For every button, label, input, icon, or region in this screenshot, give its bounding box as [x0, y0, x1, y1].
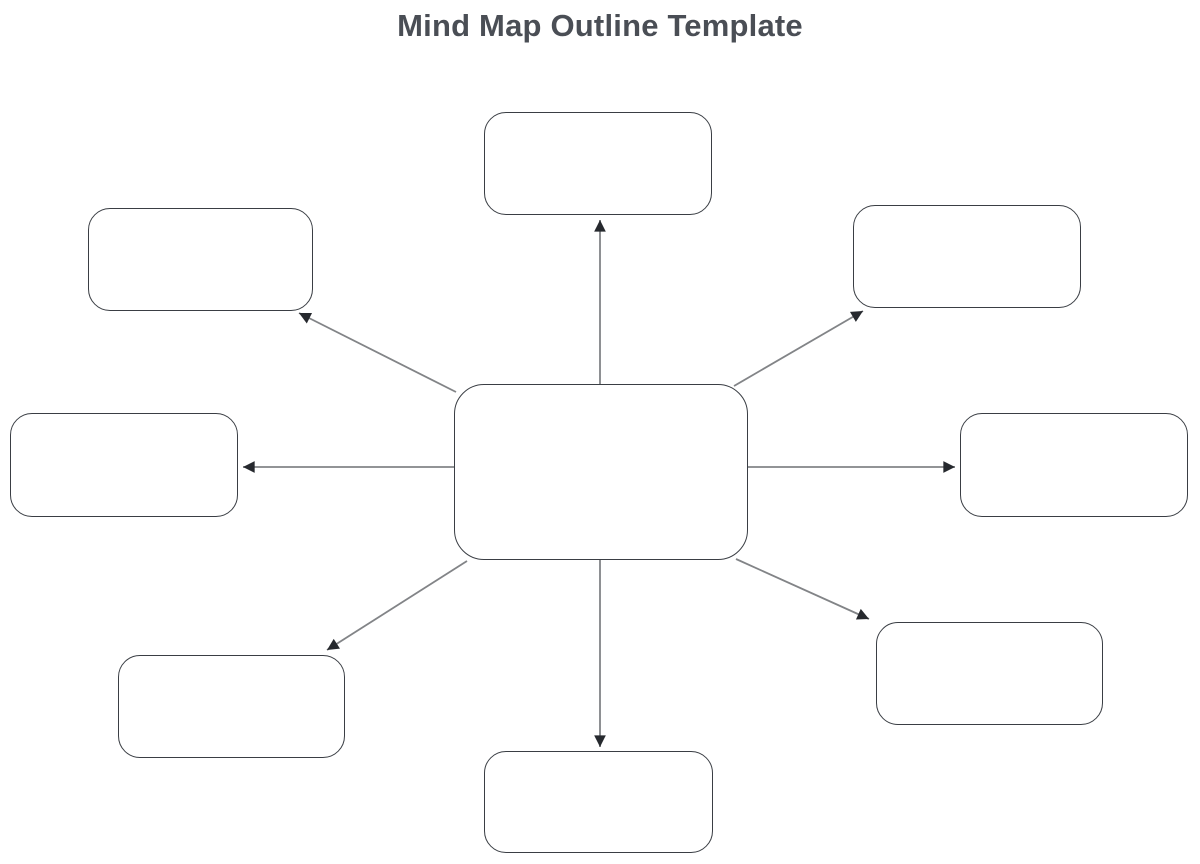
node-bottom-branch[interactable] [484, 751, 713, 853]
node-central-topic[interactable] [454, 384, 748, 560]
node-top-left-branch[interactable] [88, 208, 313, 311]
node-top-right-branch[interactable] [853, 205, 1081, 308]
connector-center-to-top-left-branch [298, 312, 457, 393]
connector-center-to-top-right-branch [733, 310, 864, 387]
node-right-branch[interactable] [960, 413, 1188, 517]
connector-center-to-bottom-left-branch [326, 560, 468, 651]
page-title: Mind Map Outline Template [397, 8, 803, 43]
connector-center-to-bottom-right-branch [735, 558, 870, 620]
node-bottom-right-branch[interactable] [876, 622, 1103, 725]
node-bottom-left-branch[interactable] [118, 655, 345, 758]
node-left-branch[interactable] [10, 413, 238, 517]
node-top-branch[interactable] [484, 112, 712, 215]
